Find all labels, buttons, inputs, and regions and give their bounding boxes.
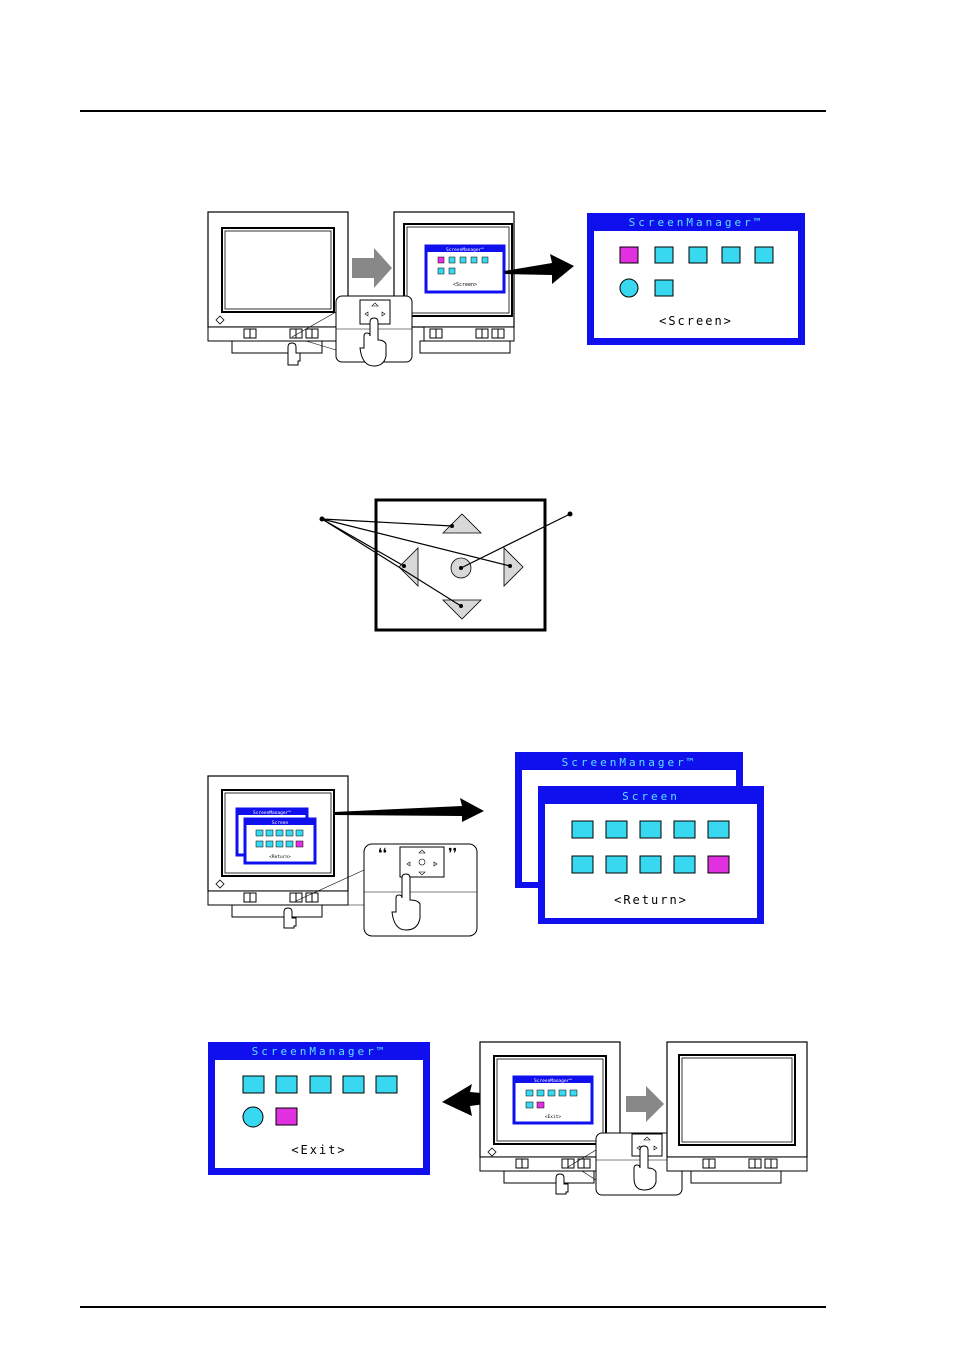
submenu-icon-row-2: [571, 855, 696, 874]
power-save-icon: [721, 246, 741, 264]
svg-text:❛❛: ❛❛: [378, 846, 387, 862]
exit-icon: [654, 279, 674, 297]
screen-icon: [619, 246, 639, 264]
top-rule: [80, 110, 826, 112]
right-arrow-button: [503, 547, 524, 587]
gray-arrow-right-2: [626, 1086, 664, 1122]
monitor-with-mini-menu: ScreenManager™ <Screen>: [393, 211, 515, 354]
rotation-icon: [571, 855, 594, 874]
osd-exit-label: <Exit>: [291, 1143, 346, 1157]
language-icon: [242, 1106, 264, 1128]
language-icon: [619, 278, 639, 298]
exit-menu-icons: [242, 1075, 398, 1128]
v-size-icon: [639, 820, 662, 839]
color-icon: [654, 246, 674, 264]
next-icon: [673, 855, 696, 874]
sound-icon: [309, 1075, 332, 1094]
exit-icon: [275, 1107, 298, 1126]
submenu-icon-row-1: [571, 820, 730, 839]
callout-lines: [321, 513, 571, 607]
color-icon: [275, 1075, 298, 1094]
osd-screen-submenu: Screen <Return>: [538, 786, 764, 924]
osd-back-title: ScreenManager™: [562, 756, 697, 769]
up-arrow-button: [442, 513, 482, 534]
monitor-off-menu: [207, 211, 349, 366]
mini-menu-title: ScreenManager™: [446, 247, 484, 253]
screen-icon: [242, 1075, 265, 1094]
figure-4-exit-menu: ScreenManager™ <Exit> ScreenManager™: [208, 1041, 808, 1196]
return-icon: [707, 855, 730, 874]
control-pad-zoom-2: ❛❛ ❜❜: [295, 843, 478, 937]
pincushion-icon: [673, 820, 696, 839]
down-arrow-button: [442, 599, 482, 620]
degauss-icon: [639, 855, 662, 874]
osd-submenu-label: <Return>: [614, 893, 688, 907]
mini-exit-title: ScreenManager™: [534, 1078, 572, 1084]
figure-2-control-pad: [319, 498, 573, 632]
figure-1-open-menu: ScreenManager™ <Screen>: [207, 211, 805, 367]
contrast-icon: [571, 820, 594, 839]
black-arrow-right-2: [334, 798, 484, 822]
osd-exit-title: ScreenManager™: [252, 1045, 387, 1058]
h-size-icon: [605, 820, 628, 839]
mini-front-title: Screen: [272, 820, 289, 826]
trapezoid-icon: [707, 820, 730, 839]
mini-exit-label: <Exit>: [545, 1114, 562, 1120]
osd-submenu-title: Screen: [622, 790, 680, 803]
osd-icon-row-2: [619, 278, 674, 298]
sound-icon: [688, 246, 708, 264]
osd-title: ScreenManager™: [629, 216, 764, 229]
power-save-icon: [342, 1075, 365, 1094]
svg-text:❜❜: ❜❜: [448, 846, 457, 862]
osd-selection-label: <Screen>: [659, 314, 733, 328]
mini-submenu-label: <Return>: [269, 854, 291, 860]
monitor-with-submenu: ScreenManager™ Screen <Return>: [207, 775, 349, 929]
mini-menu-label: <Screen>: [453, 282, 477, 288]
bottom-rule: [80, 1306, 826, 1308]
moire-icon: [605, 855, 628, 874]
gray-arrow-right: [352, 248, 392, 288]
information-icon: [754, 246, 774, 264]
monitor-menu-closed: [666, 1041, 808, 1184]
control-pad-zoom: [291, 295, 413, 367]
information-icon: [375, 1075, 398, 1094]
osd-main-menu: ScreenManager™ <Screen>: [587, 213, 805, 345]
black-arrow-left: [442, 1084, 514, 1116]
control-pad-zoom-3: [567, 1132, 683, 1196]
osd-exit-menu: ScreenManager™ <Exit>: [208, 1042, 430, 1175]
figure-3-submenu: ScreenManager™ Screen <Return>: [207, 752, 764, 937]
osd-icon-row-1: [619, 246, 774, 264]
black-arrow-right: [504, 254, 574, 284]
mini-back-title: ScreenManager™: [253, 810, 291, 816]
